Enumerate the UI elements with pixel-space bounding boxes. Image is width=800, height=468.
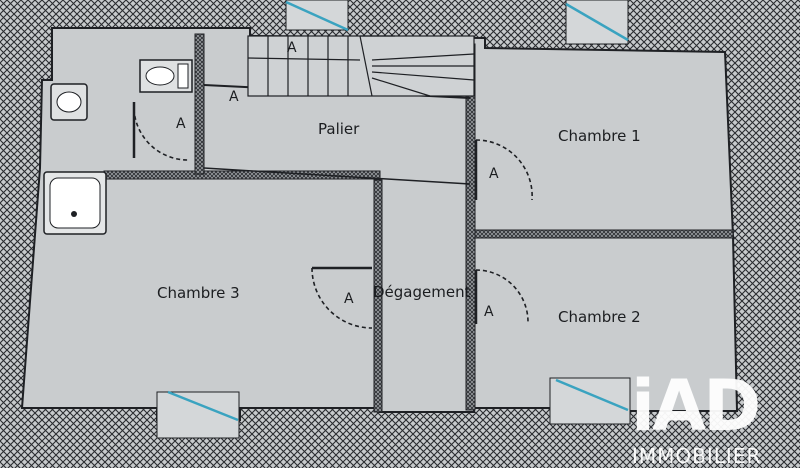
window-bottom-left <box>156 390 240 439</box>
window-top-right <box>565 0 629 45</box>
door-marker-chambre-2: A <box>484 304 494 320</box>
iad-logo-mark: iAD <box>631 365 758 447</box>
shower-fixture <box>43 171 107 235</box>
sink-fixture <box>50 83 88 121</box>
toilet-fixture <box>139 59 193 93</box>
windows <box>156 0 631 439</box>
iad-logo: iAD IMMOBILIER <box>631 365 761 468</box>
room-label-chambre-1: Chambre 1 <box>558 127 641 145</box>
door-swing-chambre1 <box>475 139 533 201</box>
door-marker-chambre-1: A <box>489 166 499 182</box>
room-label-chambre-2: Chambre 2 <box>558 308 641 326</box>
window-top-left <box>285 0 349 32</box>
staircase <box>247 35 475 97</box>
door-marker-bathroom: A <box>176 116 186 132</box>
door-marker-chambre-3: A <box>344 291 354 307</box>
door-swing-chambre2 <box>475 269 529 323</box>
door-marker-landing: A <box>229 89 239 105</box>
window-bottom-right <box>549 377 631 425</box>
door-marker-stairs: A <box>287 40 297 56</box>
room-label-palier: Palier <box>318 120 360 138</box>
room-label-degagement: Dégagement <box>373 283 471 301</box>
iad-logo-tagline: IMMOBILIER <box>632 444 761 468</box>
room-label-chambre-3: Chambre 3 <box>157 284 240 302</box>
